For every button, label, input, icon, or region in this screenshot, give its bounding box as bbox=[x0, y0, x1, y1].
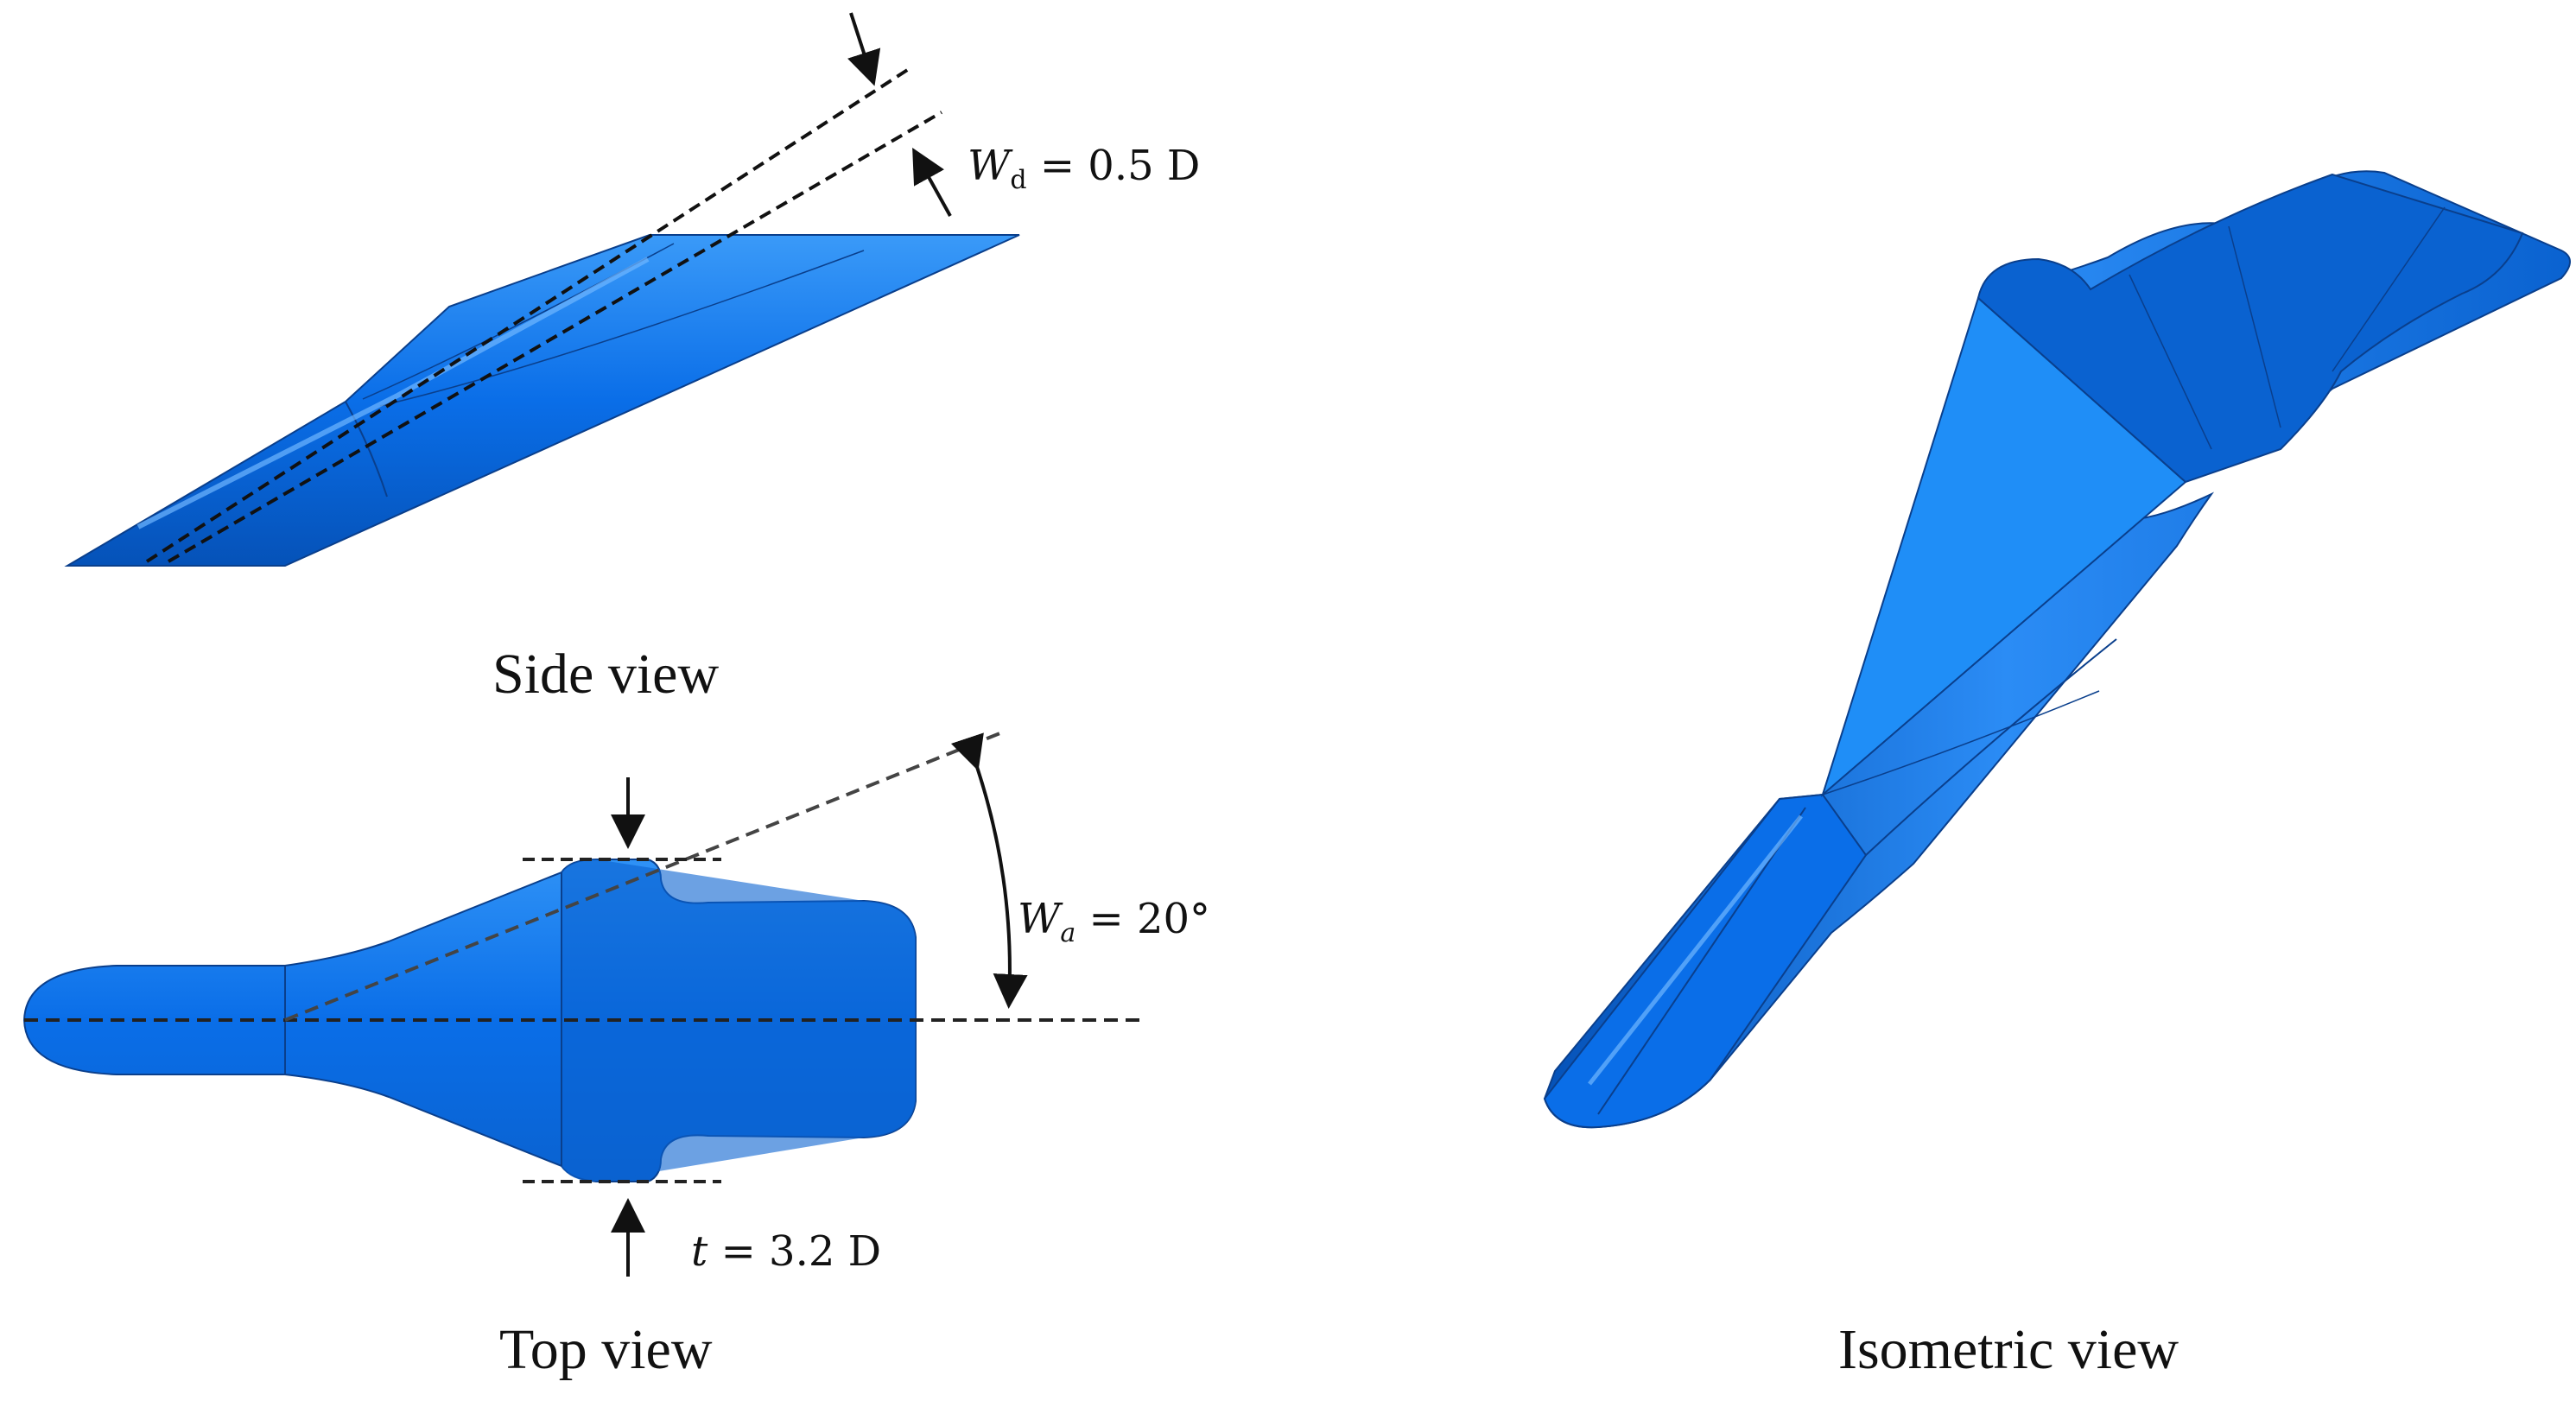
wd-arrow-bottom bbox=[912, 148, 952, 217]
side-view bbox=[64, 12, 1020, 567]
top-view bbox=[22, 731, 1140, 1277]
wa-symbol: W bbox=[1018, 895, 1061, 943]
wa-dimension-label: Wa = 20° bbox=[1018, 898, 1210, 947]
isometric-inlet-pipe bbox=[1543, 793, 1868, 1129]
wa-value: = 20° bbox=[1088, 895, 1211, 943]
wd-arrow-top bbox=[847, 12, 881, 86]
isometric-view bbox=[1543, 170, 2571, 1129]
wd-subscript: d bbox=[1010, 165, 1027, 195]
isometric-seam-5 bbox=[2228, 225, 2281, 428]
isometric-seam-1 bbox=[1597, 807, 1806, 1115]
t-symbol: t bbox=[691, 1227, 708, 1276]
isometric-outlet-rim bbox=[1976, 173, 2524, 484]
isometric-view-caption: Isometric view bbox=[1838, 1318, 2179, 1381]
wd-dimension-label: Wd = 0.5 D bbox=[968, 145, 1200, 193]
isometric-seam-4 bbox=[2129, 274, 2212, 450]
side-view-junction-line bbox=[345, 401, 388, 498]
side-view-highlight bbox=[136, 257, 650, 529]
t-dimension-label: t = 3.2 D bbox=[691, 1231, 881, 1272]
wd-value: = 0.5 D bbox=[1039, 142, 1201, 190]
wd-symbol: W bbox=[968, 142, 1011, 190]
side-view-guide-lower bbox=[167, 111, 943, 563]
isometric-highlight bbox=[1588, 814, 1803, 1086]
isometric-seam-6 bbox=[2332, 206, 2446, 372]
top-view-caption: Top view bbox=[499, 1318, 713, 1381]
t-value: = 3.2 D bbox=[720, 1227, 882, 1276]
wa-angle-arc bbox=[950, 732, 1028, 1009]
side-view-crease-line-2 bbox=[379, 250, 865, 407]
side-view-caption: Side view bbox=[492, 643, 720, 706]
isometric-seam-3 bbox=[1822, 690, 2100, 795]
wa-subscript: a bbox=[1060, 918, 1076, 948]
isometric-seam-2 bbox=[1865, 638, 2117, 856]
side-view-body bbox=[64, 234, 1020, 567]
